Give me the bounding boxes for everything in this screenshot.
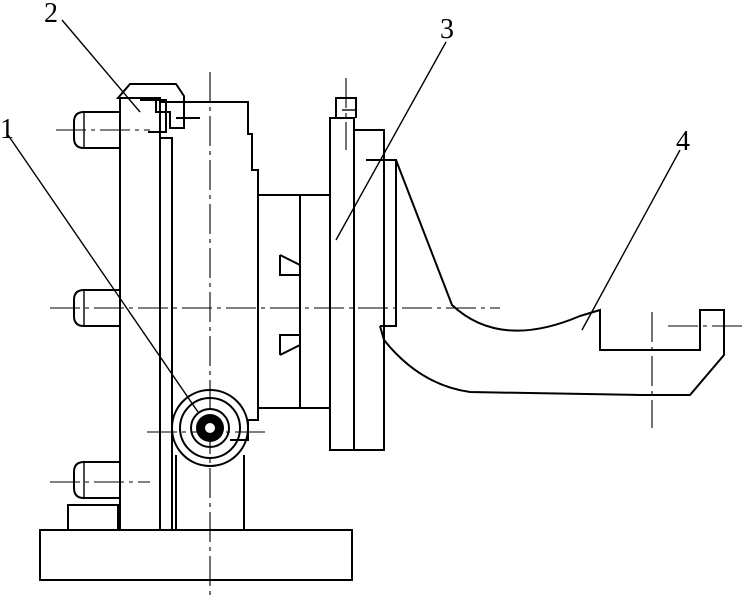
spindle-housing <box>258 194 330 409</box>
clamp-plate <box>73 97 161 530</box>
base-plate <box>39 455 353 581</box>
flange-plate <box>329 97 397 451</box>
roller <box>171 389 249 467</box>
label-part-4: 4 <box>676 126 690 157</box>
center-lines <box>50 72 745 600</box>
hook-clamp <box>115 83 200 133</box>
part-labels: 2 1 3 4 <box>0 0 690 157</box>
label-part-3: 3 <box>440 14 454 45</box>
label-part-2: 2 <box>44 0 58 29</box>
leader-lines <box>7 19 681 413</box>
label-part-1: 1 <box>0 114 14 145</box>
fork-arm <box>379 159 725 396</box>
